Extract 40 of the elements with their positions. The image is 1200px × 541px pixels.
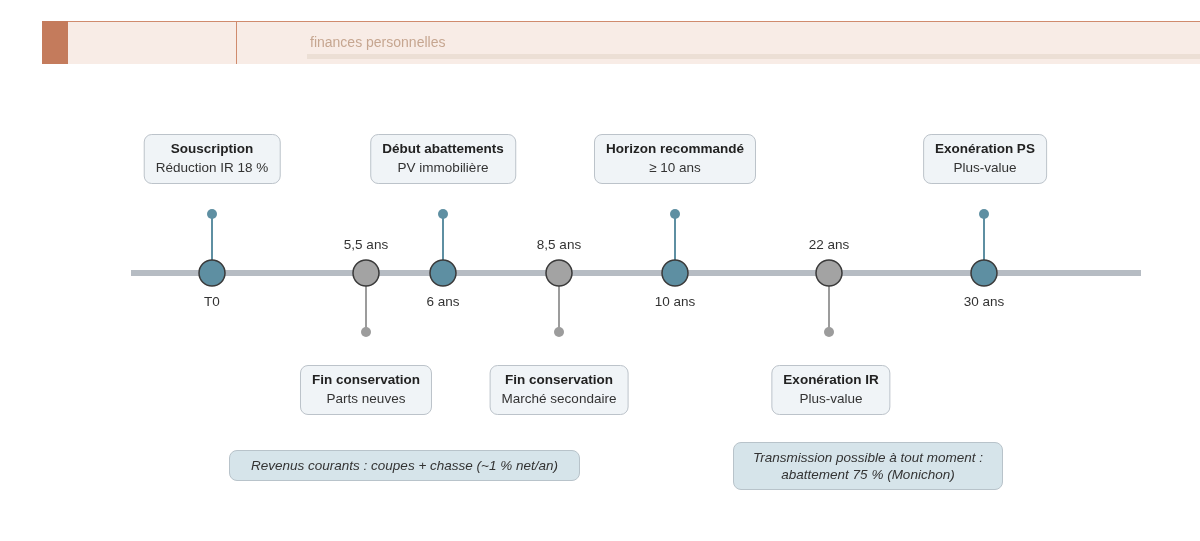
- card-title: Fin conservation: [504, 371, 614, 389]
- milestone-circle: [815, 259, 843, 287]
- card-title: Fin conservation: [312, 371, 420, 389]
- card-title: Horizon recommandé: [606, 140, 744, 158]
- note-text: Revenus courants : coupes + chasse (~1 % net/an): [250, 457, 559, 474]
- year-label: T0: [204, 294, 220, 310]
- milestone-circle: [198, 259, 226, 287]
- event-card: [300, 365, 432, 415]
- card-subtitle: Plus-value: [952, 159, 1018, 177]
- event-card: [923, 134, 1047, 184]
- milestone-circle: [429, 259, 457, 287]
- event-card: [594, 134, 756, 184]
- note-panel: [229, 450, 580, 481]
- card-subtitle: PV immobilière: [396, 159, 490, 177]
- year-label: 8,5 ans: [536, 237, 582, 253]
- card-subtitle: Parts neuves: [325, 390, 407, 408]
- milestone-circle: [970, 259, 998, 287]
- event-card: [370, 134, 516, 184]
- year-label: 22 ans: [808, 237, 850, 253]
- card-subtitle: Réduction IR 18 %: [155, 159, 269, 177]
- card-subtitle: ≥ 10 ans: [648, 159, 702, 177]
- note-panel: [733, 442, 1003, 490]
- milestone-circle: [661, 259, 689, 287]
- event-card: [489, 365, 629, 415]
- event-card: [143, 134, 281, 184]
- card-subtitle: Plus-value: [798, 390, 864, 408]
- year-label: 5,5 ans: [343, 237, 389, 253]
- card-title: Exonération PS: [935, 140, 1035, 158]
- card-title: Début abattements: [382, 140, 504, 158]
- milestone-circle: [352, 259, 380, 287]
- card-title: Exonération IR: [783, 371, 879, 389]
- note-text: Transmission possible à tout moment : abattement 75 % (Monichon): [751, 449, 985, 483]
- year-label: 30 ans: [963, 294, 1005, 310]
- card-title: Souscription: [169, 140, 255, 158]
- milestone-circle: [545, 259, 573, 287]
- tagline: finances personnelles: [310, 33, 446, 51]
- year-label: 6 ans: [426, 294, 460, 310]
- year-label: 10 ans: [654, 294, 696, 310]
- event-card: [771, 365, 891, 415]
- card-subtitle: Marché secondaire: [501, 390, 617, 408]
